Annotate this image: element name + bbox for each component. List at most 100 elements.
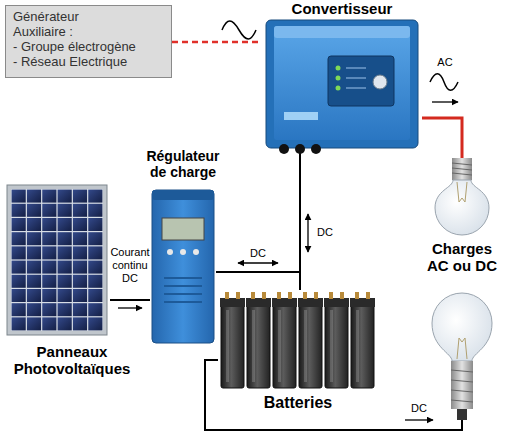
connector-label: AC bbox=[428, 56, 462, 69]
solar-cell bbox=[88, 246, 102, 259]
solar-cell bbox=[27, 246, 41, 259]
battery-terminal bbox=[366, 292, 370, 299]
solar-cell bbox=[88, 275, 102, 288]
solar-cell bbox=[27, 218, 41, 231]
battery-bank: Batteries bbox=[218, 290, 378, 422]
cable-gland bbox=[295, 144, 305, 154]
cable-gland bbox=[311, 144, 321, 154]
battery-terminal bbox=[288, 292, 292, 299]
regulator-screen bbox=[162, 218, 204, 240]
solar-cell bbox=[73, 275, 87, 288]
sine-symbol bbox=[222, 21, 256, 39]
solar-cell bbox=[88, 218, 102, 231]
connector bbox=[300, 152, 308, 290]
solar-panel: Panneaux Photovoltaïques bbox=[5, 183, 110, 393]
solar-cell bbox=[12, 190, 26, 203]
solar-cell bbox=[58, 246, 72, 259]
lamp-thread bbox=[451, 380, 473, 382]
lamp-thread bbox=[451, 370, 473, 372]
status-led bbox=[336, 76, 341, 81]
lamp-filament bbox=[457, 182, 467, 202]
lamp-tip bbox=[457, 409, 467, 420]
battery-cell bbox=[247, 300, 270, 388]
inverter-stripe bbox=[274, 26, 410, 38]
solar-cell bbox=[58, 275, 72, 288]
battery-lid bbox=[272, 298, 297, 307]
solar-cell bbox=[12, 289, 26, 302]
load-lamps: Charges AC ou DC bbox=[415, 158, 510, 420]
device-label: Panneaux Photovoltaïques bbox=[2, 343, 142, 377]
battery-lid bbox=[324, 298, 349, 307]
solar-cell bbox=[88, 190, 102, 203]
solar-cell bbox=[58, 204, 72, 217]
solar-cell bbox=[58, 218, 72, 231]
device-label: Convertisseur bbox=[262, 0, 422, 17]
connector bbox=[422, 102, 462, 158]
solar-cell bbox=[27, 303, 41, 316]
wire bbox=[216, 272, 300, 290]
solar-cell bbox=[73, 317, 87, 330]
solar-cell bbox=[73, 204, 87, 217]
solar-cell bbox=[73, 246, 87, 259]
battery-terminal bbox=[225, 292, 229, 299]
solar-cell bbox=[58, 232, 72, 245]
solar-cell bbox=[88, 232, 102, 245]
solar-cell bbox=[27, 190, 41, 203]
connector-label: DC bbox=[401, 402, 437, 415]
battery-terminal bbox=[262, 292, 266, 299]
solar-cell bbox=[73, 218, 87, 231]
battery-cell bbox=[299, 300, 322, 388]
solar-cell bbox=[27, 275, 41, 288]
solar-cell bbox=[27, 261, 41, 274]
solar-cell bbox=[73, 289, 87, 302]
inverter-device: Convertisseur bbox=[262, 0, 422, 152]
battery-shine bbox=[252, 310, 255, 382]
sine-symbol bbox=[430, 74, 458, 91]
battery-terminal bbox=[314, 292, 318, 299]
wire bbox=[299, 152, 301, 290]
battery-terminal bbox=[355, 292, 359, 299]
battery-lid bbox=[220, 298, 245, 307]
box-fill bbox=[6, 6, 172, 78]
solar-cell bbox=[42, 289, 56, 302]
battery-shine bbox=[356, 310, 359, 382]
solar-cell bbox=[12, 275, 26, 288]
battery-lid bbox=[350, 298, 375, 307]
solar-cell bbox=[12, 246, 26, 259]
list-item: - Groupe électrogène bbox=[13, 39, 168, 54]
solar-cell bbox=[42, 261, 56, 274]
inverter-logo bbox=[284, 112, 318, 120]
solar-cell bbox=[58, 317, 72, 330]
solar-cell bbox=[73, 303, 87, 316]
control-knob bbox=[373, 75, 387, 89]
solar-cell bbox=[88, 289, 102, 302]
solar-cell bbox=[88, 303, 102, 316]
battery-lid bbox=[246, 298, 271, 307]
connector bbox=[216, 263, 300, 290]
battery-lid bbox=[298, 298, 323, 307]
battery-terminal bbox=[329, 292, 333, 299]
connector-label: DC bbox=[313, 226, 337, 239]
auxiliary-generator-box: Générateur Auxiliaire :- Groupe électrog… bbox=[5, 5, 172, 78]
regulator-vent bbox=[164, 301, 202, 303]
inverter-display bbox=[328, 56, 394, 106]
solar-cell bbox=[73, 190, 87, 203]
regulator-button bbox=[167, 249, 173, 255]
charge-regulator-device: Régulateur de charge bbox=[150, 148, 216, 348]
panel-frame bbox=[7, 185, 107, 335]
device-label: Batteries bbox=[218, 394, 378, 412]
battery-cell bbox=[325, 300, 348, 388]
flow-arrow bbox=[405, 419, 433, 420]
battery-cell bbox=[221, 300, 244, 388]
battery-terminal bbox=[236, 292, 240, 299]
regulator-case bbox=[152, 190, 214, 343]
solar-cell bbox=[12, 261, 26, 274]
regulator-vent bbox=[164, 285, 202, 287]
display-line bbox=[346, 78, 366, 79]
flow-arrow bbox=[238, 262, 278, 263]
battery-terminal bbox=[251, 292, 255, 299]
solar-cell bbox=[27, 204, 41, 217]
connector bbox=[172, 42, 262, 43]
lamp-thread bbox=[451, 400, 473, 402]
solar-cell bbox=[42, 303, 56, 316]
